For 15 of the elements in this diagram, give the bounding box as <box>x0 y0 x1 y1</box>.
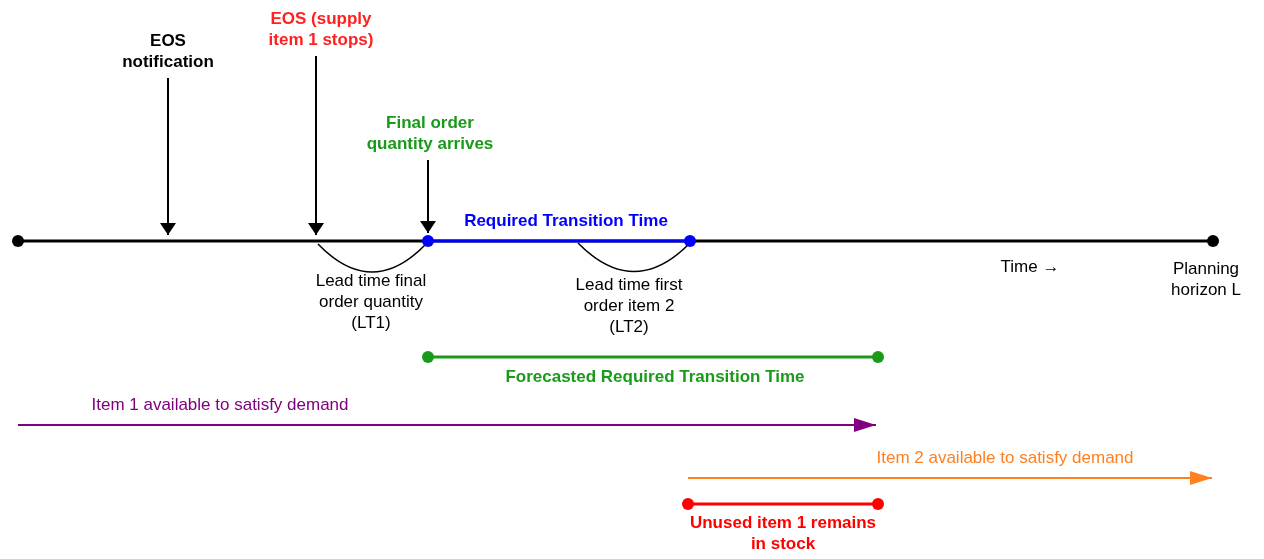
arrow <box>160 77 176 236</box>
arrow <box>420 159 436 234</box>
arrow <box>308 55 324 236</box>
annotation-text: Lead time final order quantity (LT1) <box>314 270 428 333</box>
annotation-text: Item 2 available to satisfy demand <box>875 447 1135 468</box>
annotation-text: Forecasted Required Transition Time <box>504 366 806 387</box>
annotation-text: Required Transition Time <box>463 210 669 231</box>
event-label: Final order quantity arrives <box>355 112 505 154</box>
annotation-text: Item 1 available to satisfy demand <box>90 394 350 415</box>
annotation-text: Unused item 1 remains in stock <box>688 512 878 554</box>
annotation-text: Time → <box>999 256 1061 277</box>
event-label: EOS (supply item 1 stops) <box>266 8 376 50</box>
annotation-text: Lead time first order item 2 (LT2) <box>575 274 683 337</box>
annotation-text: Planning horizon L <box>1170 258 1242 300</box>
event-label: EOS notification <box>118 30 218 72</box>
